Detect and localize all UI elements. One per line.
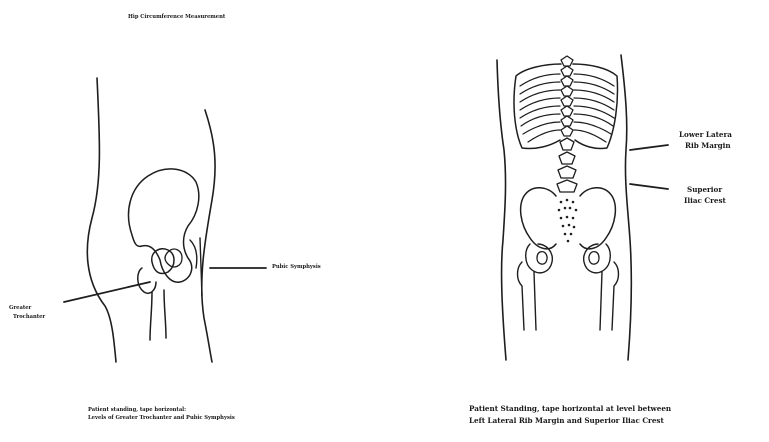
body-back-outline [87,78,116,362]
femur-shaft [150,290,166,340]
pelvis-outline [129,169,199,282]
pubic-symphysis-mark [200,238,202,296]
rib-margin-leader [630,145,668,150]
iliac-wing-left [521,188,556,249]
rib-margin-label-line2: Rib Margin [685,142,731,150]
pubic-symphysis-label: Pubic Symphysis [272,265,321,271]
torso-back-view-drawing [497,55,668,360]
rib-margin-label-line1: Lower Latera [679,131,732,139]
torso-right-outline [621,55,631,360]
iliac-crest-label-line1: Superior [687,186,722,194]
torso-left-outline [497,60,506,360]
left-caption-line1: Patient standing, tape horizontal: [88,408,186,414]
greater-trochanter-leader [64,282,150,302]
femur-left [518,262,537,330]
iliac-wing-right [580,188,615,249]
right-caption-line2: Left Lateral Rib Margin and Superior Ili… [469,417,664,425]
obturator-right [589,252,599,264]
body-front-outline [202,110,215,362]
obturator-left [537,252,547,264]
right-caption-line1: Patient Standing, tape horizontal at lev… [469,405,671,413]
left-caption-line2: Levels of Greater Trochanter and Pubic S… [88,416,235,422]
iliac-crest-leader [630,184,668,189]
left-figure-title: Hip Circumference Measurement [128,15,225,21]
ribs-left [520,74,560,142]
greater-trochanter [138,268,156,293]
ribs-right [574,74,614,142]
sacrum [558,199,578,243]
hip-joint-right [584,244,611,273]
spine [557,56,577,192]
greater-trochanter-label-line2: Trochanter [13,315,45,321]
hip-side-view-drawing [64,78,266,362]
iliac-crest-label-line2: Iliac Crest [684,197,726,205]
greater-trochanter-label-line1: Greater [9,306,31,312]
femur-right [600,262,619,330]
hip-joint-left [526,244,553,273]
